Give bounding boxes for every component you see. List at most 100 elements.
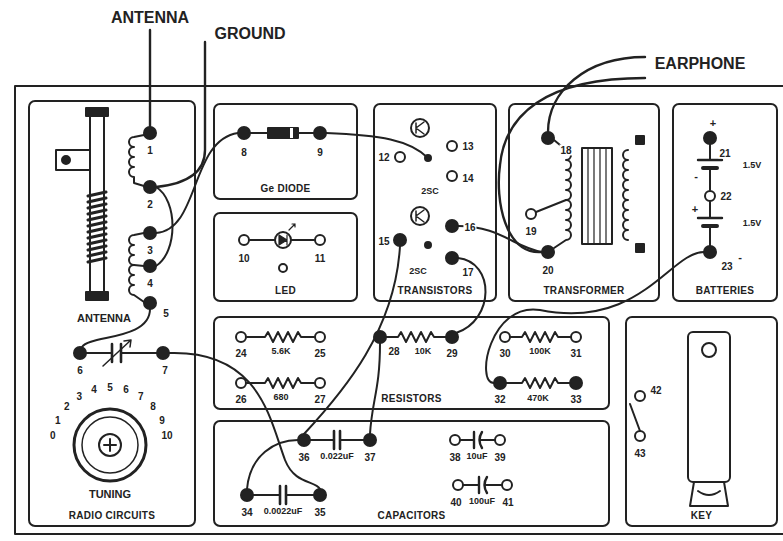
terminal — [570, 377, 582, 389]
terminal-number-anchor: 28 — [387, 346, 400, 357]
terminal-number-anchor: 10 — [237, 253, 250, 264]
junction-dot — [425, 242, 431, 248]
terminal-number-anchor: 5 — [162, 308, 170, 319]
wire — [463, 484, 502, 486]
terminal — [364, 434, 376, 446]
terminal-number-anchor: 12 — [377, 152, 390, 163]
panel-heading: KEY — [689, 510, 714, 522]
terminal-number: 26 — [234, 394, 247, 405]
terminal-number: 6 — [76, 365, 84, 376]
panel-heading: LED — [273, 285, 298, 297]
electrolytic-capacitor-symbol — [474, 432, 482, 448]
resistor-symbol — [506, 378, 570, 388]
terminal-number-anchor: 42 — [649, 385, 662, 396]
panel-heading: Ge DIODE — [258, 183, 312, 195]
terminal-number-anchor: 32 — [493, 394, 506, 405]
component-value: 100K — [528, 347, 552, 357]
terminal-number: 21 — [718, 148, 731, 159]
terminal-number-anchor: 13 — [461, 141, 474, 152]
terminal-number-anchor: 9 — [316, 147, 324, 158]
terminal-number: 23 — [720, 261, 733, 272]
transistor-leads — [416, 210, 424, 222]
terminal-number: 22 — [719, 191, 732, 202]
terminal-number: 3 — [146, 245, 154, 256]
open-terminal — [315, 332, 325, 342]
terminal-number-anchor: 33 — [569, 394, 582, 405]
terminal-number: 10 — [237, 253, 250, 264]
dial-number-anchor: 4 — [90, 384, 98, 395]
terminal-number: 25 — [313, 348, 326, 359]
component-value: 470K — [526, 394, 550, 404]
led-lamp — [279, 264, 287, 272]
polarity-mark: + — [691, 203, 699, 215]
terminal — [241, 489, 253, 501]
terminal-number-anchor: 3 — [146, 245, 154, 256]
transformer-tap — [536, 200, 566, 212]
led-light-arrow — [289, 224, 295, 230]
rod-winding — [88, 192, 106, 262]
terminal — [144, 297, 156, 309]
lead-label: ANTENNA — [110, 9, 190, 27]
component-value-anchor: 2SC — [408, 267, 428, 277]
open-terminal — [236, 332, 246, 342]
terminal-number-anchor: 29 — [445, 348, 458, 359]
terminal-number: 33 — [569, 394, 582, 405]
coil-symbol — [129, 233, 144, 302]
battery-plate — [703, 168, 717, 226]
terminal-number: 40 — [449, 497, 462, 508]
polarity-mark-anchor: - — [737, 251, 743, 263]
rod-clamp — [56, 150, 90, 170]
component-value-anchor: 100uF — [468, 497, 496, 507]
lead-label-anchor: EARPHONE — [654, 55, 747, 73]
diode-band — [290, 128, 293, 138]
component-value-anchor: 10K — [414, 347, 433, 357]
polarity-mark: - — [693, 170, 699, 182]
board-outline — [15, 86, 783, 534]
component-value: 1.5V — [742, 161, 763, 171]
terminal — [144, 260, 156, 272]
lead-label: EARPHONE — [654, 55, 747, 73]
resistor-symbol — [247, 378, 314, 388]
lead-label-anchor: GROUND — [213, 25, 286, 43]
terminal-number-anchor: 17 — [461, 267, 474, 278]
dial-number: 2 — [63, 401, 71, 412]
ground-lead — [156, 42, 205, 187]
terminal-number: 38 — [448, 452, 461, 463]
resistor-symbol — [510, 332, 571, 342]
tuning-dial-ring — [82, 417, 138, 473]
terminal-number-anchor: 6 — [76, 365, 84, 376]
component-value-anchor: 1.5V — [742, 161, 763, 171]
open-terminal — [447, 141, 457, 151]
terminal-number-anchor: 14 — [461, 173, 474, 184]
component-value-anchor: 0.022uF — [319, 452, 355, 462]
terminal-number: 4 — [146, 278, 154, 289]
terminal — [314, 489, 326, 501]
dial-number-anchor: 1 — [54, 414, 62, 425]
open-terminal — [447, 171, 457, 181]
lead-label: GROUND — [213, 25, 286, 43]
terminal-number-anchor: 19 — [524, 226, 537, 237]
capacitor-symbol — [280, 486, 286, 504]
terminal-number: 24 — [234, 348, 247, 359]
terminal-number: 27 — [313, 394, 326, 405]
terminal-number: 36 — [297, 452, 310, 463]
coil-symbol — [129, 135, 144, 186]
component-value-anchor: 680 — [272, 393, 289, 403]
component-value: 0.0022uF — [263, 507, 304, 517]
terminal-number-anchor: 23 — [720, 261, 733, 272]
component-value: 2SC — [408, 267, 428, 277]
key-pivot — [702, 343, 716, 357]
rod-cap — [86, 108, 108, 116]
variable-arrow — [103, 340, 131, 366]
terminal-number-anchor: 30 — [498, 348, 511, 359]
dial-number-anchor: 8 — [149, 401, 157, 412]
transformer-primary — [554, 140, 571, 248]
part-name: TUNING — [88, 488, 132, 500]
dial-number: 1 — [54, 414, 62, 425]
dial-number: 5 — [106, 382, 114, 393]
open-terminal — [526, 209, 536, 219]
terminal — [704, 246, 716, 258]
terminal-number: 30 — [498, 348, 511, 359]
terminal-number-anchor: 37 — [363, 452, 376, 463]
